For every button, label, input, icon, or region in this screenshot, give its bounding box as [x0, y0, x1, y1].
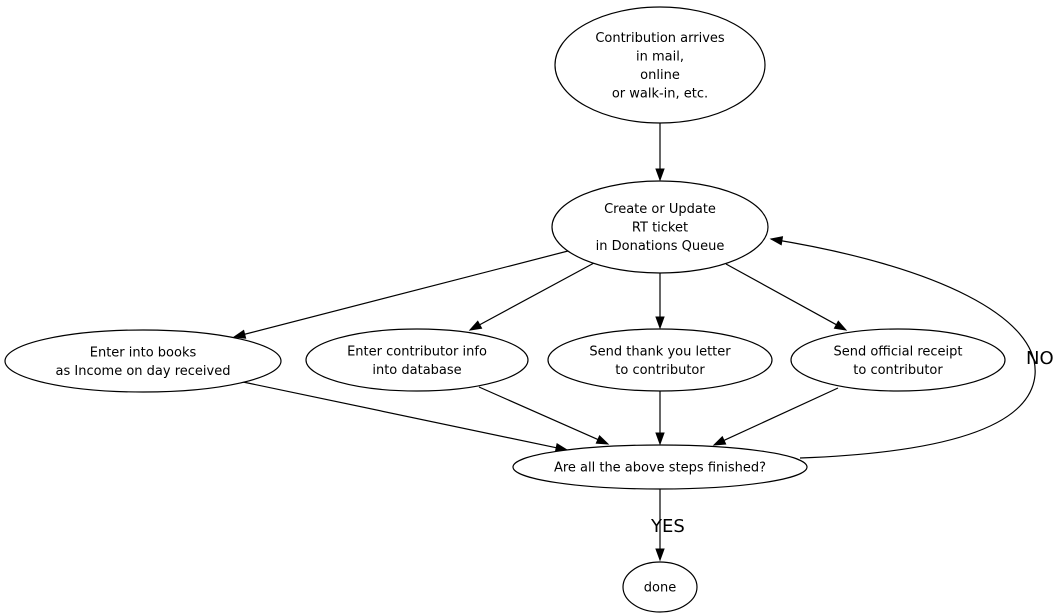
edge-create-to-contributor-info [468, 262, 595, 331]
node-ellipse [790, 328, 1006, 392]
arrowhead [655, 316, 665, 330]
arrowhead [712, 435, 727, 446]
edge-thank-you-to-finished [655, 391, 665, 446]
node-label-done: done [644, 581, 676, 596]
node-ellipse [4, 329, 282, 393]
node-ellipse [551, 180, 769, 274]
edge-books-to-finished [242, 381, 569, 453]
edge-receipt-to-finished [712, 387, 839, 446]
edge-contribution-to-create [655, 123, 665, 182]
node-ellipse [512, 444, 808, 490]
edge-label-finished-to-done: YES [650, 516, 685, 537]
edge-line [722, 387, 839, 442]
arrowhead [655, 548, 665, 562]
arrowhead [769, 236, 784, 246]
edge-line [243, 250, 569, 336]
edge-line [725, 263, 838, 326]
edge-create-to-books [232, 250, 569, 339]
node-steps-finished-question: Are all the above steps finished? [512, 444, 808, 490]
edge-line [242, 381, 558, 449]
node-ellipse [554, 6, 766, 124]
edge-contributor-info-to-finished [478, 386, 610, 445]
edge-line [478, 386, 600, 441]
edge-create-to-thank-you [655, 273, 665, 330]
edge-finished-to-done: YES [650, 489, 685, 562]
arrowhead [655, 432, 665, 446]
edge-line [478, 262, 595, 326]
node-label-steps-finished-question: Are all the above steps finished? [554, 461, 766, 476]
arrowhead [232, 329, 247, 339]
edge-create-to-receipt [725, 263, 848, 331]
node-done: done [622, 561, 698, 613]
edge-finished-to-create-loop: NO [769, 236, 1054, 459]
node-ellipse [305, 328, 529, 392]
edge-label-finished-to-create-loop: NO [1026, 348, 1054, 369]
arrowhead [655, 168, 665, 182]
arrowhead [468, 320, 483, 331]
arrowhead [595, 435, 610, 445]
arrowhead [833, 320, 848, 331]
edge-curve [770, 238, 1036, 459]
node-ellipse [547, 328, 773, 392]
node-ellipse [622, 561, 698, 613]
